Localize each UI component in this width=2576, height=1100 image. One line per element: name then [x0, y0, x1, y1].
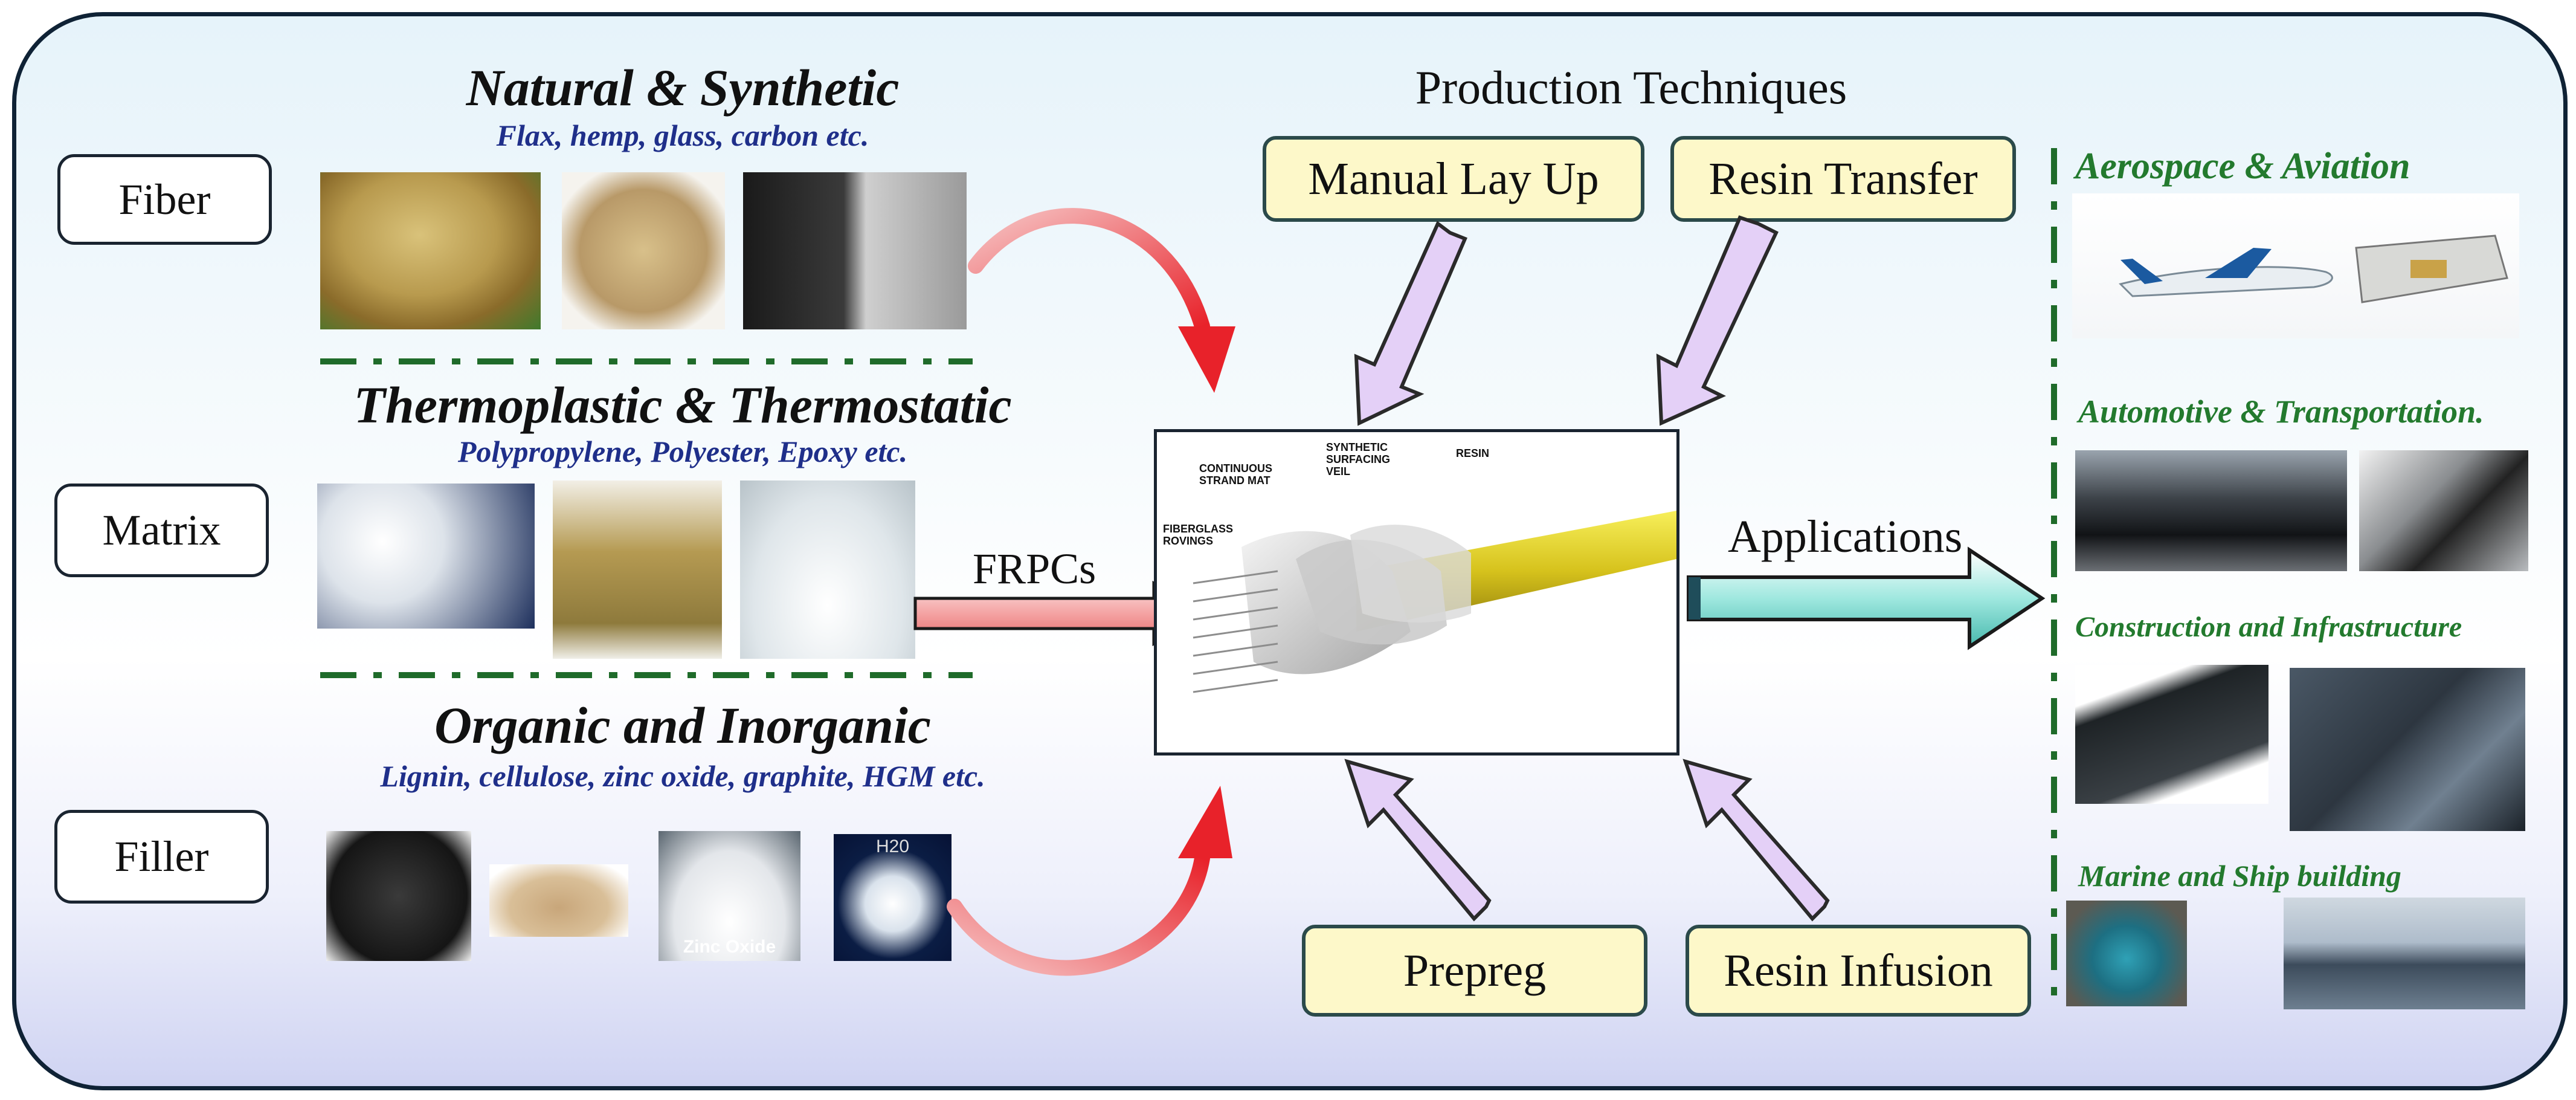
automotive-car-photo [2075, 450, 2347, 571]
epoxy-resin-photo [740, 480, 915, 659]
sector-marine-title: Marine and Ship building [2078, 859, 2401, 893]
marine-boat-photo [2284, 898, 2525, 1009]
technique-resin-transfer-label: Resin Transfer [1708, 153, 1978, 204]
marine-hull-photo [2066, 901, 2187, 1006]
automotive-wing-photo [2359, 450, 2528, 571]
polypropylene-pellets-photo [317, 484, 535, 629]
applications-label: Applications [1728, 511, 1963, 562]
technique-resin-infusion-label: Resin Infusion [1724, 945, 1993, 996]
fiber-to-composite-arrow [968, 208, 1210, 334]
resin-label: RESIN [1456, 447, 1490, 459]
polyester-resin-photo [553, 480, 722, 659]
manual-lay-up-arrow [1354, 221, 1467, 426]
sector-aerospace-title: Aerospace & Aviation [2075, 146, 2410, 187]
technique-manual-lay-up: Manual Lay Up [1263, 136, 1644, 222]
filler-examples: Lignin, cellulose, zinc oxide, graphite,… [380, 759, 985, 793]
applications-arrow [1687, 546, 2046, 650]
matrix-label: Matrix [54, 484, 269, 577]
fiberglass-rovings-label: FIBERGLASS ROVINGS [1163, 523, 1234, 547]
lignin-cellulose-photo [489, 864, 628, 937]
zinc-oxide-caption: Zinc Oxide [683, 937, 776, 957]
sector-construction-title: Construction and Infrastructure [2075, 611, 2462, 643]
technique-prepreg-label: Prepreg [1403, 945, 1547, 996]
filler-label-text: Filler [114, 832, 209, 881]
aerospace-photo [2072, 193, 2519, 338]
aircraft-illustration [2119, 235, 2508, 303]
fiber-arrow-head [1178, 326, 1235, 393]
hgm-caption: H20 [875, 836, 910, 856]
sector-automotive-title: Automotive & Transportation. [2078, 393, 2484, 430]
fiber-label-text: Fiber [118, 175, 211, 224]
construction-panel-photo [2075, 665, 2268, 804]
filler-label: Filler [54, 810, 269, 904]
technique-resin-infusion: Resin Infusion [1686, 925, 2031, 1017]
filler-heading: Organic and Inorganic [434, 696, 931, 754]
filler-to-composite-arrow [947, 850, 1210, 976]
composite-illustration-panel: CONTINUOUS STRAND MAT SYNTHETIC SURFACIN… [1154, 429, 1679, 755]
hgm-photo: H20 [834, 834, 952, 961]
production-techniques-title: Production Techniques [1415, 61, 1847, 114]
resin-transfer-arrow [1656, 215, 1779, 426]
technique-prepreg: Prepreg [1302, 925, 1647, 1017]
filler-arrow-head [1178, 786, 1232, 858]
graphite-powder-photo [326, 831, 471, 961]
fiber-heading: Natural & Synthetic [466, 59, 900, 117]
frpcs-label: FRPCs [973, 545, 1096, 593]
zinc-oxide-photo: Zinc Oxide [658, 831, 800, 961]
fiber-label: Fiber [57, 154, 272, 245]
technique-resin-transfer: Resin Transfer [1670, 136, 2016, 222]
composite-cross-section-graphic [1193, 511, 1676, 693]
prepreg-arrow [1344, 759, 1492, 922]
matrix-label-text: Matrix [102, 506, 221, 554]
surfacing-veil-label: SYNTHETIC SURFACING VEIL [1326, 441, 1391, 477]
construction-carbon-sheet-photo [2290, 668, 2525, 831]
fiber-examples: Flax, hemp, glass, carbon etc. [496, 118, 869, 152]
technique-manual-lay-up-label: Manual Lay Up [1308, 153, 1599, 204]
strand-mat-label: CONTINUOUS STRAND MAT [1199, 462, 1272, 487]
glass-carbon-fiber-photo [743, 172, 967, 329]
hemp-fiber-photo [562, 172, 725, 329]
matrix-examples: Polypropylene, Polyester, Epoxy etc. [457, 435, 908, 468]
flax-fiber-photo [320, 172, 541, 329]
resin-infusion-arrow [1682, 759, 1830, 922]
matrix-heading: Thermoplastic & Thermostatic [353, 376, 1012, 434]
